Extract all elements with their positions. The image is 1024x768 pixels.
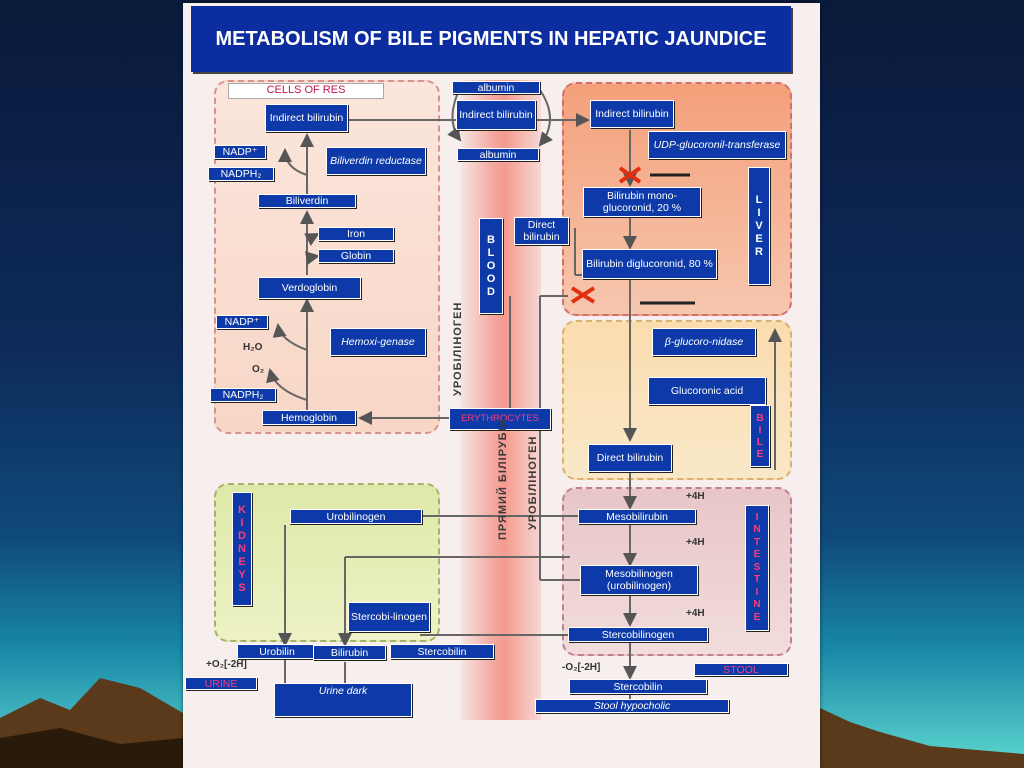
oxidation-right-label: -O₂[-2H]	[562, 662, 601, 673]
biliverdin-reductase-box: Biliverdin reductase	[326, 147, 426, 175]
mountains-backdrop	[0, 678, 1024, 768]
nadp-top: NADP⁺	[214, 145, 266, 159]
urobilin-box: Urobilin	[237, 644, 317, 659]
urine-label: URINE	[185, 677, 257, 690]
urobilinogen-rotated-1: УРОБІЛІНОГЕН	[452, 301, 464, 396]
stool-label: STOOL	[694, 663, 788, 676]
plus4h-label-1: +4H	[686, 491, 705, 502]
indirect-bilirubin-res: Indirect bilirubin	[265, 104, 348, 132]
mesobilirubin-box: Mesobilirubin	[578, 509, 696, 524]
globin-box: Globin	[318, 249, 394, 263]
nadph-bottom: NADPH₂	[210, 388, 276, 402]
direct-bilirubin-blood: Direct bilirubin	[514, 217, 569, 245]
bilirubin-urine-box: Bilirubin	[313, 645, 386, 660]
iron-box: Iron	[318, 227, 394, 241]
glucoronic-acid-box: Glucoronic acid	[648, 377, 766, 405]
hemoglobin-box: Hemoglobin	[262, 410, 356, 425]
direct-bilirubin-bile: Direct bilirubin	[588, 444, 672, 472]
biliverdin-box: Biliverdin	[258, 194, 356, 208]
stercobilinogen-intestine-box: Stercobilinogen	[568, 627, 708, 642]
albumin-bottom: albumin	[457, 148, 539, 161]
urobilinogen-box: Urobilinogen	[290, 509, 422, 524]
beta-glucoronidase-box: β-glucoro-nidase	[652, 328, 756, 356]
stercobilin-intestine-box: Stercobilin	[569, 679, 707, 694]
blood-stream-band	[461, 80, 541, 720]
mono-glucoronid-box: Bilirubin mono-glucoronid, 20 %	[583, 187, 701, 217]
indirect-bilirubin-blood: Indirect bilirubin	[456, 100, 536, 130]
hemoxigenase-box: Hemoxi-genase	[330, 328, 426, 356]
oxidation-left-label: +O₂[-2H]	[206, 659, 247, 670]
udp-transferase-box: UDP-glucoronil-transferase	[648, 131, 786, 159]
indirect-bilirubin-liver: Indirect bilirubin	[590, 100, 674, 128]
stool-hypocholic-box: Stool hypocholic	[535, 699, 729, 713]
nadph-top: NADPH₂	[208, 167, 274, 181]
urine-dark-box: Urine dark	[274, 683, 412, 717]
cells-of-res-label: CELLS OF RES	[228, 83, 384, 99]
di-glucoronid-box: Bilirubin diglucoronid, 80 %	[582, 249, 717, 279]
erythrocytes-box: ERYTHROCYTES	[449, 408, 551, 430]
h2o-label: H₂O	[243, 342, 263, 353]
page-title: METABOLISM OF BILE PIGMENTS IN HEPATIC J…	[191, 6, 791, 72]
direct-bilirubin-rotated: ПРЯМИЙ БІЛІРУБІН	[497, 418, 509, 540]
plus4h-label-2: +4H	[686, 537, 705, 548]
albumin-top: albumin	[452, 81, 540, 94]
verdoglobin-box: Verdoglobin	[258, 277, 361, 299]
mesobilinogen-box: Mesobilinogen (urobilinogen)	[580, 565, 698, 595]
nadp-bottom: NADP⁺	[216, 315, 268, 329]
stercobilin-kidney-box: Stercobilin	[390, 644, 494, 659]
o2-label: O₂	[252, 364, 265, 375]
plus4h-label-3: +4H	[686, 608, 705, 619]
urobilinogen-rotated-2: УРОБІЛІНОГЕН	[527, 435, 539, 530]
stercobilinogen-kidney-box: Stercobi-linogen	[348, 602, 430, 632]
